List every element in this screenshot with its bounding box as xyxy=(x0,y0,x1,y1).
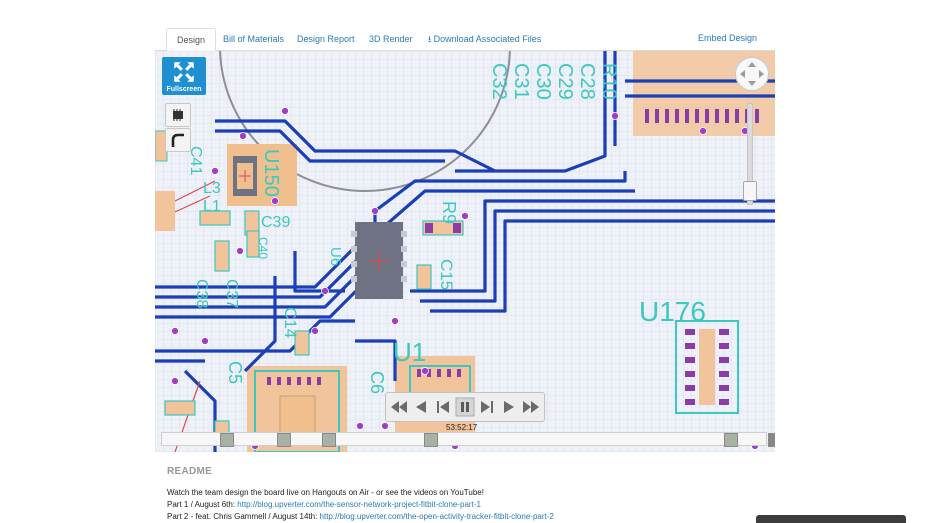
fast-forward-icon[interactable] xyxy=(521,397,541,417)
footer-bar xyxy=(756,515,906,523)
readme-body: Watch the team design the board live on … xyxy=(167,487,554,523)
readme-part1: Part 1 / August 6th: http://blog.upverte… xyxy=(167,499,554,511)
expand-arrows-icon xyxy=(174,62,194,82)
step-back-icon[interactable] xyxy=(433,397,453,417)
trace-route-icon xyxy=(171,133,184,147)
zoom-slider-track[interactable] xyxy=(747,103,753,205)
fullscreen-label: Fullscreen xyxy=(166,86,202,93)
label-c30: C30 xyxy=(532,63,554,100)
readme-part1-link[interactable]: http://blog.upverter.com/the-sensor-netw… xyxy=(237,500,481,509)
contributor-avatar[interactable] xyxy=(424,433,438,447)
label-u176: U176 xyxy=(639,296,706,327)
contributor-avatar[interactable] xyxy=(724,433,738,447)
readme-part1-prefix: Part 1 / August 6th: xyxy=(167,500,238,509)
tab-3d-render[interactable]: 3D Render xyxy=(369,34,413,44)
tab-download-files[interactable]: ⭳ Download Associated Files xyxy=(428,28,541,50)
playback-controls xyxy=(385,392,545,422)
playback-time: 53:52:17 xyxy=(446,423,478,432)
download-icon: ⭳ xyxy=(428,34,432,44)
contributor-avatar[interactable] xyxy=(322,433,336,447)
tab-bar: Design Bill of Materials Design Report 3… xyxy=(155,28,775,52)
history-timeline[interactable] xyxy=(161,432,775,447)
label-c38: C38 xyxy=(193,279,210,308)
fast-rewind-icon[interactable] xyxy=(389,397,409,417)
label-c14: C14 xyxy=(281,307,300,338)
embed-design-link[interactable]: Embed Design xyxy=(697,33,757,43)
pause-icon[interactable] xyxy=(455,397,475,417)
label-l3: L3 xyxy=(203,180,221,197)
pan-arrows-icon xyxy=(740,62,764,86)
label-c29: C29 xyxy=(554,63,576,100)
label-c15: C15 xyxy=(437,259,456,290)
label-c6: C6 xyxy=(367,371,387,394)
label-c5: C5 xyxy=(225,361,245,384)
label-c39: C39 xyxy=(261,214,290,231)
label-r9: R9 xyxy=(439,201,459,224)
play-icon[interactable] xyxy=(499,397,519,417)
readme-part2-link[interactable]: http://blog.upverter.com/the-open-activi… xyxy=(319,512,554,521)
readme-intro: Watch the team design the board live on … xyxy=(167,488,484,497)
contributor-avatar[interactable] xyxy=(277,433,291,447)
pcb-viewer[interactable]: U176 U1 R9 C39 C40 C15 C14 C37 C38 C5 C6… xyxy=(155,51,775,452)
label-l1: L1 xyxy=(203,198,221,215)
tab-design-report[interactable]: Design Report xyxy=(297,34,355,44)
zoom-slider-handle[interactable] xyxy=(743,181,757,201)
label-r10: R10 xyxy=(598,63,620,100)
chip-tool-button[interactable] xyxy=(165,103,191,127)
tab-download-files-label: Download Associated Files xyxy=(433,34,542,44)
readme-part2: Part 2 - feat. Chris Gammell / August 14… xyxy=(167,511,554,523)
label-c31: C31 xyxy=(510,63,532,100)
label-c40: C40 xyxy=(256,237,270,259)
readme-heading: README xyxy=(167,466,213,477)
readme-part2-prefix: Part 2 - feat. Chris Gammell / August 14… xyxy=(167,512,320,521)
label-c32: C32 xyxy=(488,63,510,100)
label-c37: C37 xyxy=(223,279,240,308)
tab-bill-of-materials[interactable]: Bill of Materials xyxy=(223,34,285,44)
step-forward-icon[interactable] xyxy=(477,397,497,417)
label-u1: U1 xyxy=(393,337,426,367)
label-u6: U6 xyxy=(327,247,344,266)
chip-icon xyxy=(173,109,183,121)
fullscreen-button[interactable]: Fullscreen xyxy=(162,57,206,95)
route-tool-button[interactable] xyxy=(165,128,191,152)
rewind-icon[interactable] xyxy=(411,397,431,417)
pan-control[interactable] xyxy=(735,57,769,91)
label-c41: C41 xyxy=(187,146,204,175)
timeline-end-marker[interactable] xyxy=(768,433,775,447)
contributor-avatar[interactable] xyxy=(220,433,234,447)
label-u150: U150 xyxy=(260,149,282,197)
label-c28: C28 xyxy=(576,63,598,100)
tab-design[interactable]: Design xyxy=(166,28,217,52)
